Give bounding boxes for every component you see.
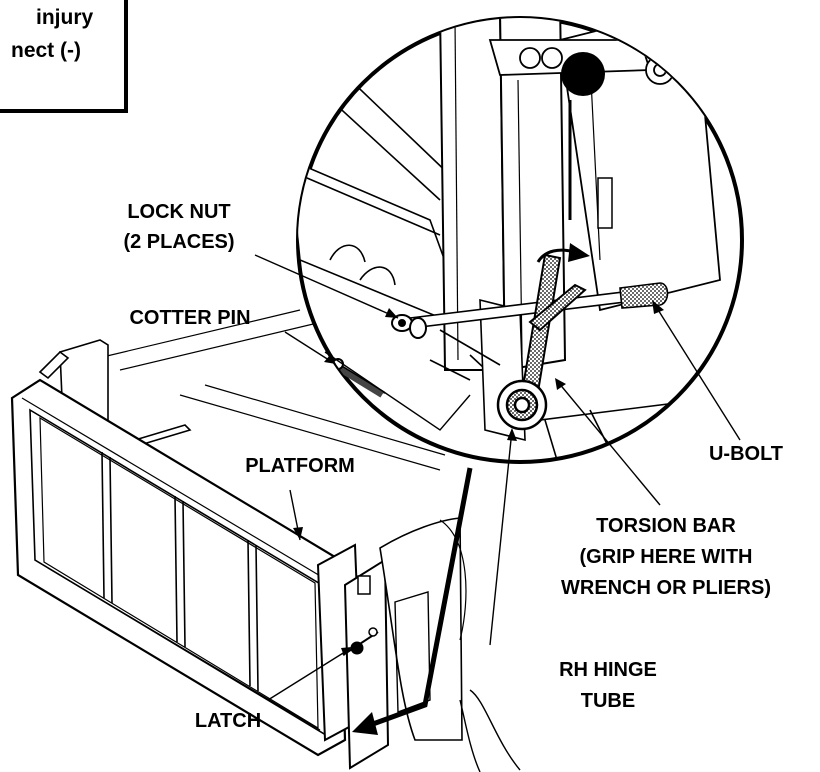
warning-text-line2: nect (-) bbox=[11, 39, 81, 62]
leader-lines bbox=[254, 254, 741, 701]
rh-hinge-tube-label: RH HINGE bbox=[559, 659, 657, 681]
detail-pointer-arrow bbox=[352, 467, 473, 735]
platform-assembly bbox=[10, 309, 521, 772]
lock-nut-label: LOCK NUT bbox=[127, 201, 230, 223]
latch-label: LATCH bbox=[195, 710, 261, 732]
torsion-bar-tool-label: WRENCH OR PLIERS) bbox=[561, 577, 771, 599]
callout-labels: LOCK NUT (2 PLACES) COTTER PIN PLATFORM … bbox=[123, 201, 783, 732]
warning-text-line1: injury bbox=[36, 6, 93, 29]
u-bolt-label: U-BOLT bbox=[709, 443, 783, 465]
rh-hinge-tube-label-line2: TUBE bbox=[581, 690, 635, 712]
torsion-bar-grip-label: (GRIP HERE WITH bbox=[580, 546, 753, 568]
detail-magnifier bbox=[296, 16, 744, 464]
platform-label: PLATFORM bbox=[245, 455, 355, 477]
torsion-bar-label: TORSION BAR bbox=[596, 515, 736, 537]
cotter-pin-label: COTTER PIN bbox=[129, 307, 250, 329]
warning-box: injury nect (-) bbox=[0, 0, 128, 113]
lock-nut-places-label: (2 PLACES) bbox=[123, 231, 234, 253]
latch-part bbox=[342, 627, 379, 656]
leader-arrowheads bbox=[293, 300, 664, 656]
rotation-arrow bbox=[536, 243, 590, 263]
